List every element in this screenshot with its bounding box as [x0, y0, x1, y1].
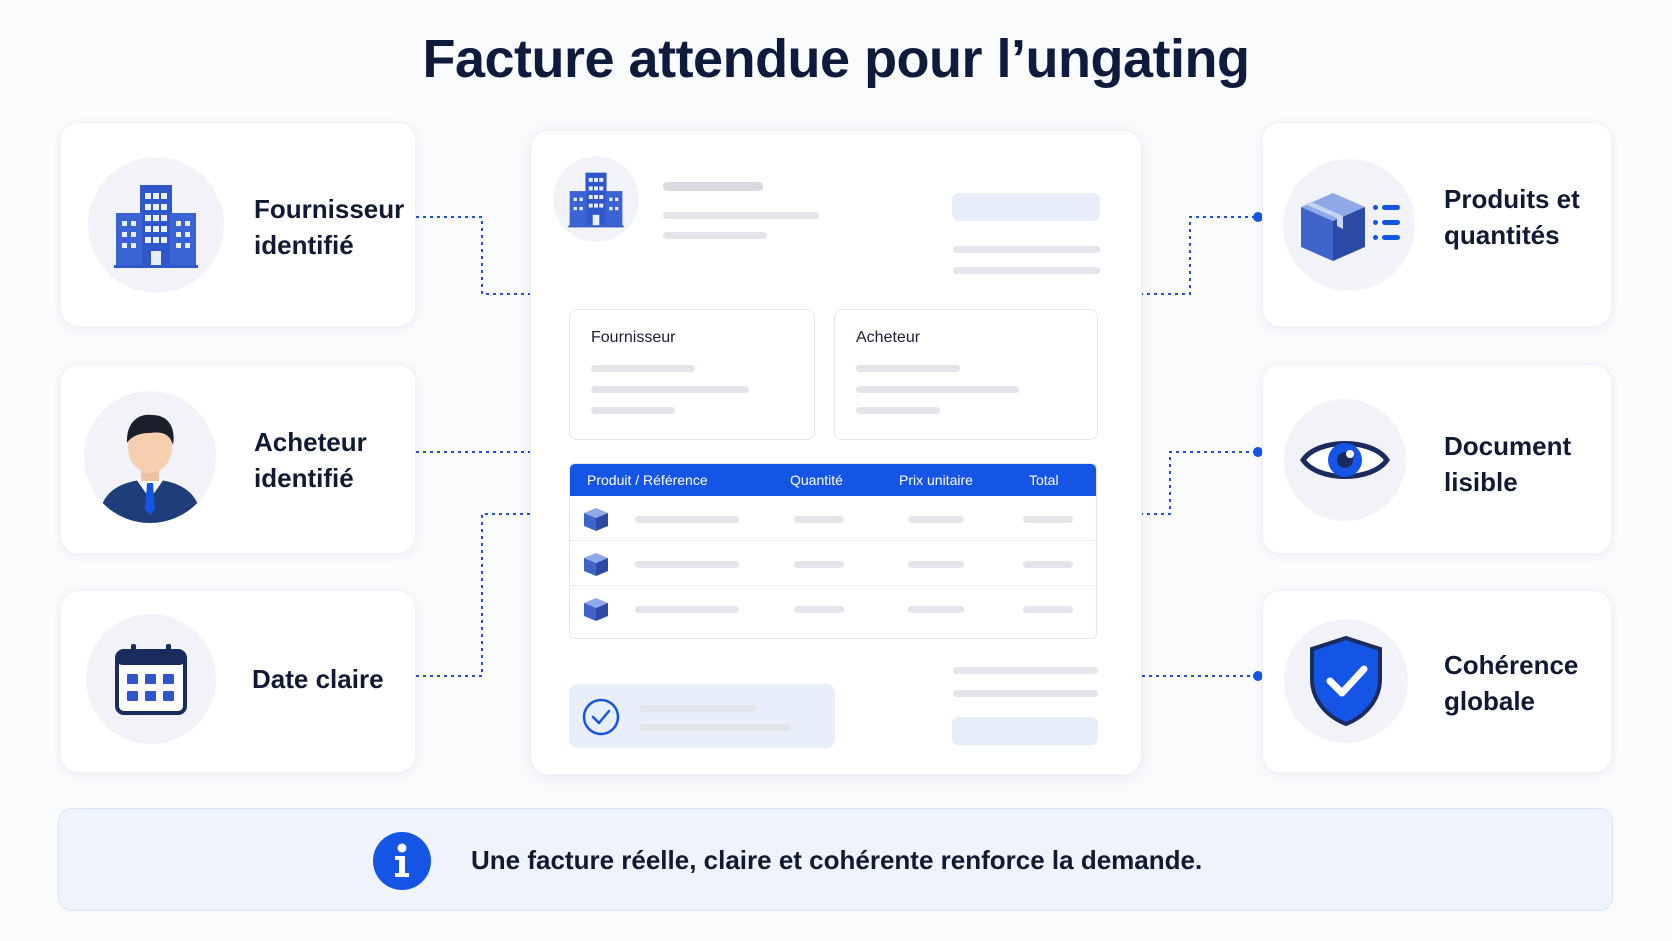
package-list-icon: [1301, 193, 1400, 261]
placeholder-line: [953, 267, 1100, 274]
header-prix-unitaire: Prix unitaire: [899, 472, 973, 488]
info-icon: [373, 832, 431, 890]
banner-text: Une facture réelle, claire et cohérente …: [471, 845, 1203, 875]
buyer-box-title: Acheteur: [856, 329, 921, 346]
card-document-lisible: Document lisible: [1262, 364, 1612, 554]
placeholder-line: [1023, 561, 1073, 568]
person-icon-circle: [84, 391, 216, 523]
card-date-claire: Date claire: [60, 590, 416, 773]
card-coherence-globale: Cohérence globale: [1262, 590, 1612, 773]
buyer-box: Acheteur: [834, 309, 1098, 440]
calendar-icon-circle: [86, 614, 216, 744]
header-produit-reference: Produit / Référence: [587, 472, 708, 488]
placeholder-line: [591, 407, 675, 414]
invoice-table: Produit / Référence Quantité Prix unitai…: [569, 463, 1097, 639]
shield-check-icon: [1310, 635, 1382, 727]
table-row: [570, 496, 1096, 541]
building-icon: [568, 172, 624, 228]
validation-box: [569, 684, 835, 748]
label-produits-quantites: Produits et quantités: [1444, 184, 1580, 250]
check-circle-icon: [582, 698, 620, 736]
invoice-logo-circle: [553, 156, 639, 242]
placeholder-line: [856, 386, 1019, 393]
placeholder-line: [953, 690, 1098, 697]
placeholder-line: [1023, 606, 1073, 613]
card-fournisseur-identifie: Fournisseur identifié: [60, 122, 416, 327]
eye-icon: [1300, 441, 1390, 479]
page-title: Facture attendue pour l’ungating: [422, 29, 1250, 89]
building-icon-circle: [88, 157, 224, 293]
placeholder-line: [639, 705, 757, 712]
header-total: Total: [1029, 472, 1059, 488]
supplier-box: Fournisseur: [569, 309, 815, 440]
package-icon: [584, 598, 608, 621]
label-fournisseur-identifie: Fournisseur identifié: [254, 194, 405, 260]
package-icon: [584, 553, 608, 576]
table-row: [570, 586, 1096, 631]
total-pill: [952, 717, 1098, 745]
placeholder-line: [591, 365, 695, 372]
placeholder-line: [908, 516, 964, 523]
placeholder-line: [794, 606, 844, 613]
label-document-lisible: Document lisible: [1444, 431, 1572, 497]
placeholder-line: [663, 182, 763, 191]
placeholder-line: [856, 365, 960, 372]
eye-icon-circle: [1284, 399, 1406, 521]
placeholder-line: [635, 516, 739, 523]
calendar-icon: [115, 644, 187, 715]
label-date-claire: Date claire: [252, 664, 384, 694]
label-acheteur-identifie: Acheteur identifié: [254, 427, 367, 493]
placeholder-line: [953, 667, 1098, 674]
person-icon: [98, 414, 202, 523]
building-icon: [114, 185, 198, 268]
card-acheteur-identifie: Acheteur identifié: [60, 364, 416, 554]
package-icon-circle: [1283, 159, 1415, 291]
label-coherence-globale: Cohérence globale: [1444, 650, 1579, 716]
placeholder-line: [856, 407, 940, 414]
shield-icon-circle: [1284, 619, 1408, 743]
placeholder-line: [635, 561, 739, 568]
invoice-document: Fournisseur Acheteur Produit / Référence…: [530, 130, 1142, 775]
placeholder-line: [794, 561, 844, 568]
invoice-number-pill: [952, 193, 1100, 221]
placeholder-line: [908, 561, 964, 568]
card-produits-quantites: Produits et quantités: [1262, 122, 1612, 327]
placeholder-line: [1023, 516, 1073, 523]
placeholder-line: [953, 246, 1100, 253]
placeholder-line: [663, 212, 819, 219]
package-icon: [584, 508, 608, 531]
placeholder-line: [591, 386, 749, 393]
placeholder-line: [794, 516, 844, 523]
header-quantite: Quantité: [790, 472, 843, 488]
supplier-box-title: Fournisseur: [591, 329, 676, 346]
info-banner: Une facture réelle, claire et cohérente …: [58, 808, 1613, 911]
placeholder-line: [663, 232, 767, 239]
table-row: [570, 541, 1096, 586]
placeholder-line: [635, 606, 739, 613]
placeholder-line: [639, 724, 791, 731]
invoice-table-header: Produit / Référence Quantité Prix unitai…: [570, 464, 1096, 496]
placeholder-line: [908, 606, 964, 613]
